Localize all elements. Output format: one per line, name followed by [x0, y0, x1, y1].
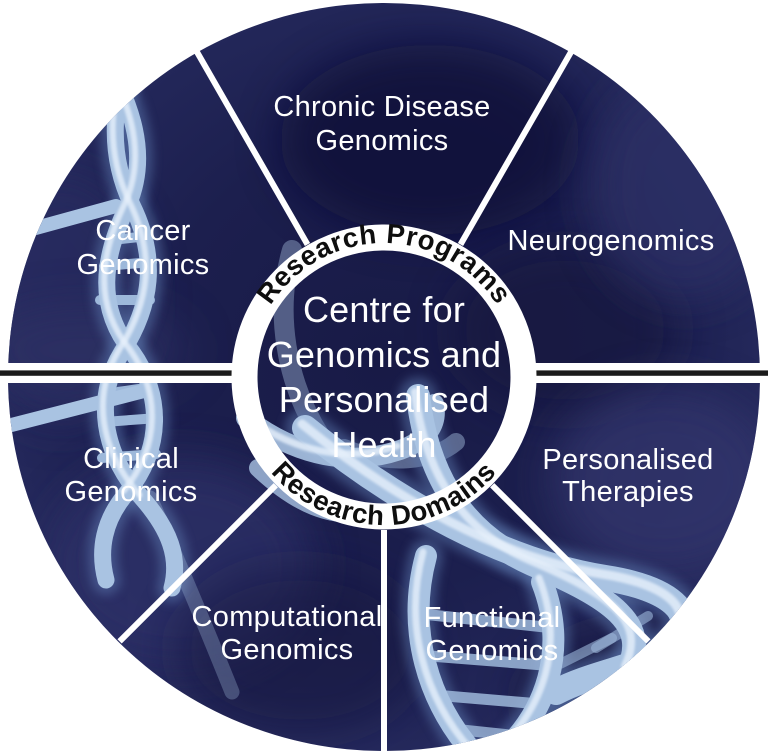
- center-title-line2: Genomics and: [267, 334, 502, 375]
- sector-label-line: Computational: [192, 601, 383, 633]
- dna-rung: [555, 633, 617, 669]
- dna-rung: [424, 650, 562, 672]
- sector-dividers: [117, 50, 651, 751]
- center-title-line3: Personalised: [279, 379, 490, 420]
- sector-label-line: Chronic Disease: [273, 91, 490, 123]
- dna-strand-highlight: [411, 388, 636, 670]
- dna-rung: [416, 608, 560, 634]
- sector-label-line: Cancer: [95, 215, 190, 247]
- half-divider-line-right: [535, 370, 768, 376]
- sector-label-line: Functional: [424, 602, 561, 634]
- sector-label-line: Genomics: [316, 125, 449, 157]
- half-divider-line-left: [0, 370, 233, 376]
- dna-arm: [8, 383, 155, 437]
- cloud-dark: [175, 565, 425, 735]
- sector-label-line: Neurogenomics: [508, 225, 715, 257]
- sector-label-cancer-genomics: Cancer Genomics: [77, 215, 210, 281]
- sector-label-line: Genomics: [221, 634, 354, 666]
- sector-label-chronic-disease-genomics: Chronic Disease Genomics: [273, 91, 490, 157]
- sector-divider-bottom-right: [490, 483, 651, 644]
- half-divider: [0, 363, 768, 383]
- sector-divider-top-right: [457, 50, 574, 246]
- center-ring: [231, 224, 537, 530]
- sector-label-neurogenomics: Neurogenomics: [508, 225, 715, 257]
- sector-label-line: Personalised: [542, 444, 713, 476]
- sector-label-line: Genomics: [65, 476, 198, 508]
- sector-label-line: Genomics: [426, 635, 559, 667]
- dna-strand-highlight: [297, 419, 685, 643]
- dna-strand-highlight: [412, 548, 475, 751]
- sector-label-computational-genomics: Computational Genomics: [192, 601, 383, 666]
- dna-rung: [440, 690, 546, 710]
- center-title: Centre for Genomics and Personalised Hea…: [267, 289, 502, 465]
- center-title-line4: Health: [331, 424, 436, 465]
- dna-strand-highlight: [88, 32, 155, 494]
- sector-divider-bottom-left: [117, 483, 278, 644]
- sector-label-line: Genomics: [77, 249, 210, 281]
- sector-label-personalised-therapies: Personalised Therapies: [542, 444, 713, 508]
- center-title-line1: Centre for: [303, 289, 465, 330]
- dna-rung: [101, 41, 139, 55]
- dna-strand: [142, 490, 240, 700]
- sector-label-clinical-genomics: Clinical Genomics: [65, 443, 198, 508]
- cloud-light: [550, 385, 760, 575]
- sector-label-line: Clinical: [83, 443, 179, 475]
- sector-divider-top-left: [194, 50, 311, 246]
- dna-helix-left: [8, 11, 240, 700]
- sector-label-functional-genomics: Functional Genomics: [424, 602, 561, 667]
- cloud-dark: [280, 45, 580, 235]
- sector-label-line: Therapies: [562, 476, 694, 508]
